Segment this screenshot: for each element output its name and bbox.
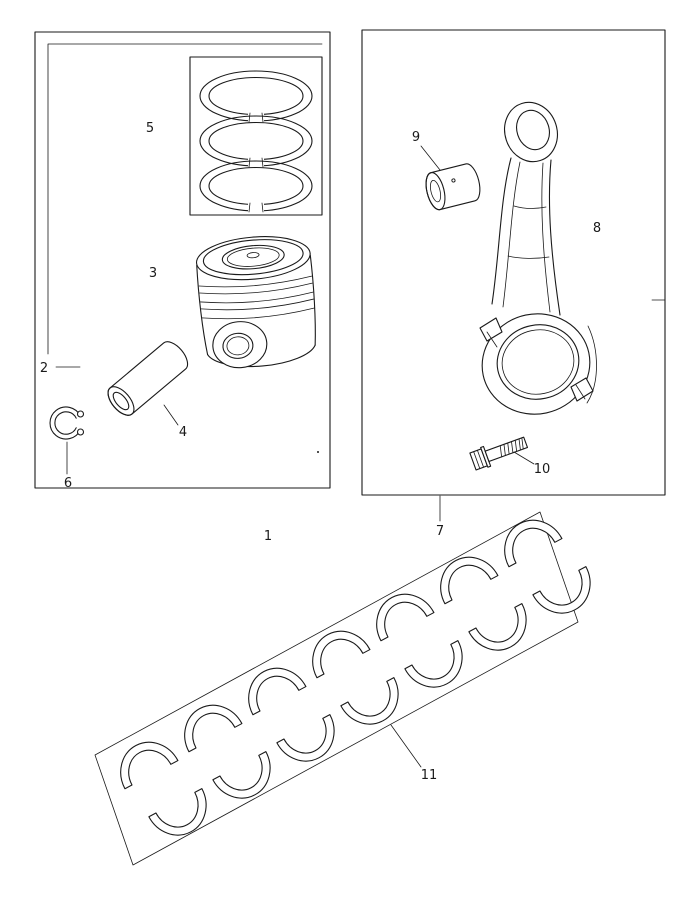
part-label-4: 4: [179, 425, 187, 440]
bearing-pair-4: [300, 616, 410, 740]
bearing-pair-7: [492, 505, 602, 629]
part-label-6: 6: [64, 476, 72, 491]
bearing-pair-1: [108, 727, 218, 851]
group-bracket-line: [47, 43, 323, 355]
part-label-7: 7: [436, 524, 444, 539]
bearing-tray-outline: [94, 511, 579, 866]
leader-line-4: [163, 404, 179, 426]
leader-line-9: [420, 145, 441, 171]
snap-ring-illustration: [49, 406, 85, 440]
connecting-rod-panel: 7 8 9 10: [361, 29, 666, 539]
bearing-set-group: 11: [94, 505, 602, 866]
bearing-pair-6: [428, 542, 538, 666]
piston-pin-illustration: [107, 341, 189, 416]
part-label-11: 11: [421, 768, 438, 783]
bearing-pair-2: [172, 690, 282, 814]
part-label-1: 1: [264, 529, 272, 544]
part-label-9: 9: [412, 130, 420, 145]
part-label-2: 2: [40, 361, 48, 376]
piston-rings-box: [189, 56, 323, 216]
bearing-pair-5: [364, 579, 474, 703]
rod-bolt-illustration: [469, 436, 529, 471]
piston-ring-2-illustration: [199, 115, 313, 168]
piston-illustration: [195, 236, 316, 369]
part-label-10: 10: [534, 462, 551, 477]
piston-assembly-panel: 2 3 4 5 6: [34, 31, 331, 491]
connecting-rod-illustration: [479, 101, 597, 415]
print-speck: [317, 451, 319, 453]
part-label-3: 3: [149, 266, 157, 281]
bearing-pair-3: [236, 653, 346, 777]
leader-line-10: [513, 451, 535, 465]
rod-panel-box: [361, 29, 666, 496]
part-label-8: 8: [593, 221, 601, 236]
piston-panel-box: [34, 31, 331, 489]
piston-ring-1-illustration: [199, 70, 313, 123]
piston-ring-3-illustration: [199, 160, 313, 213]
leader-line-11: [390, 724, 422, 768]
pin-bushing-illustration: [425, 163, 481, 211]
part-label-5: 5: [146, 121, 154, 136]
